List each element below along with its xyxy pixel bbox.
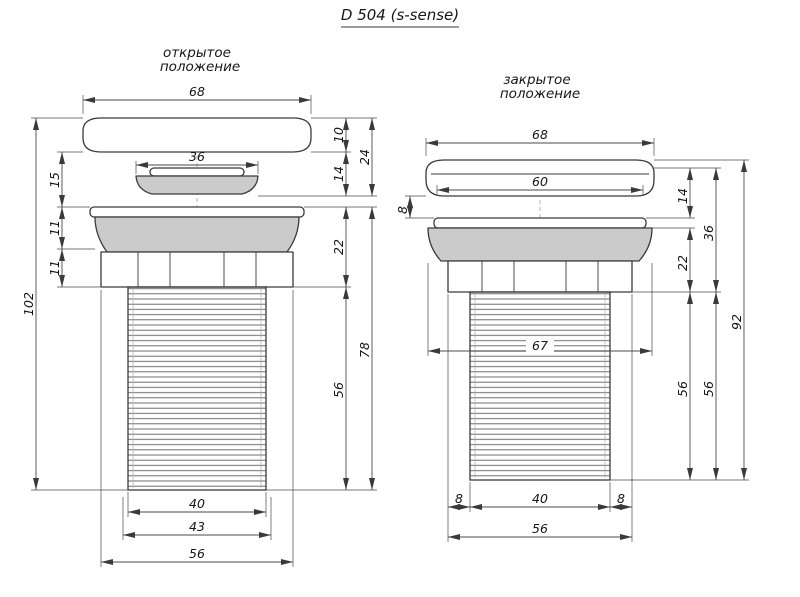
dim-left-11b: 11 <box>47 249 101 288</box>
dim-label-68-left: 68 <box>189 84 205 99</box>
left-label-line2: положение <box>160 59 240 75</box>
dim-right-top-width: 68 <box>425 127 655 156</box>
dim-label-22-right: 22 <box>675 255 690 271</box>
dim-label-56b: 56 <box>701 381 716 397</box>
left-cap <box>82 117 312 153</box>
dim-right-14: 14 <box>646 167 721 219</box>
dim-67-mask <box>526 340 554 353</box>
dim-label-56-left-b: 56 <box>189 546 205 561</box>
left-threaded-pipe <box>127 286 267 491</box>
dim-left-total-height: 102 <box>21 117 128 491</box>
dim-label-24: 24 <box>357 149 372 165</box>
dim-label-36-right: 36 <box>701 225 716 241</box>
dim-label-22-left: 22 <box>331 239 346 255</box>
dim-label-11a: 11 <box>47 220 62 236</box>
dim-label-67: 67 <box>532 338 548 353</box>
dim-label-15: 15 <box>47 172 62 188</box>
left-plug-stem <box>149 167 245 177</box>
dim-left-thread-height: 56 <box>266 287 377 491</box>
dim-left-24: 24 <box>357 118 375 196</box>
left-position-label: открытое положение <box>160 45 240 75</box>
left-dimensions: 68 36 15 11 11 102 <box>21 84 377 567</box>
right-position-label: закрытое положение <box>500 72 580 102</box>
dim-right-8-vert: 8 <box>395 195 434 219</box>
dim-label-11b: 11 <box>47 260 62 276</box>
dim-left-15: 15 <box>47 151 90 208</box>
dim-left-nut-width: 56 <box>100 290 294 567</box>
dim-right-flange-width: 67 <box>427 263 653 356</box>
dim-label-68-right: 68 <box>532 127 548 142</box>
left-flange <box>94 216 300 253</box>
dim-left-cap-height: 10 <box>311 117 377 153</box>
dim-right-36: 36 <box>701 168 719 292</box>
dim-label-14-right: 14 <box>675 188 690 204</box>
dim-right-22: 22 <box>632 227 721 293</box>
dim-label-102: 102 <box>21 292 36 316</box>
dim-label-8-vert: 8 <box>395 206 410 214</box>
dim-left-78: 78 <box>357 207 375 490</box>
dim-left-gap-14: 14 <box>258 152 377 197</box>
right-flange <box>427 227 653 262</box>
dim-left-thread-outer: 43 <box>122 497 272 540</box>
dim-label-8-bottom-left: 8 <box>455 491 463 506</box>
dim-right-plug-width: 60 <box>436 174 644 196</box>
title-block: D 504 (s-sense) <box>341 6 459 28</box>
dim-label-43: 43 <box>189 519 205 534</box>
right-label-line2: положение <box>500 86 580 102</box>
dim-left-22: 22 <box>293 206 377 288</box>
right-threaded-pipe <box>469 291 611 481</box>
dim-label-36: 36 <box>189 149 205 164</box>
dim-label-10: 10 <box>331 127 346 143</box>
dim-left-pipe-width: 40 <box>127 492 267 517</box>
dim-right-56b: 56 <box>701 292 719 480</box>
dim-label-40-left: 40 <box>189 496 205 511</box>
left-label-line1: открытое <box>163 45 231 61</box>
dim-right-56a: 56 <box>675 292 693 480</box>
left-seat-plate <box>89 206 305 218</box>
dim-label-56a: 56 <box>675 381 690 397</box>
dim-right-bottom-chain: 8 40 8 56 <box>447 294 633 542</box>
dim-right-total-height: 92 <box>610 159 749 481</box>
right-assembly <box>425 159 655 481</box>
dim-label-92: 92 <box>729 314 744 330</box>
dim-label-56-left-v: 56 <box>331 382 346 398</box>
dim-left-11a: 11 <box>47 207 95 250</box>
right-nut-facets <box>481 261 599 292</box>
dim-left-plug-width: 36 <box>135 149 259 174</box>
left-nut-facets <box>137 252 257 287</box>
dim-label-56-bottom: 56 <box>532 521 548 536</box>
drawing-title: D 504 (s-sense) <box>341 6 459 24</box>
dim-label-14-left: 14 <box>331 166 346 182</box>
left-plug-disc <box>135 175 259 195</box>
dim-label-8-bottom-right: 8 <box>617 491 625 506</box>
right-seat-plate <box>433 217 647 229</box>
left-nut <box>100 251 294 288</box>
dim-label-78: 78 <box>357 342 372 358</box>
right-nut <box>447 260 633 293</box>
dim-left-top-width: 68 <box>82 84 312 114</box>
right-label-line1: закрытое <box>503 72 570 88</box>
dim-label-60: 60 <box>532 174 548 189</box>
right-dimensions: 68 60 8 14 22 36 <box>395 127 749 542</box>
dim-label-40-right: 40 <box>532 491 548 506</box>
left-assembly <box>82 117 312 491</box>
